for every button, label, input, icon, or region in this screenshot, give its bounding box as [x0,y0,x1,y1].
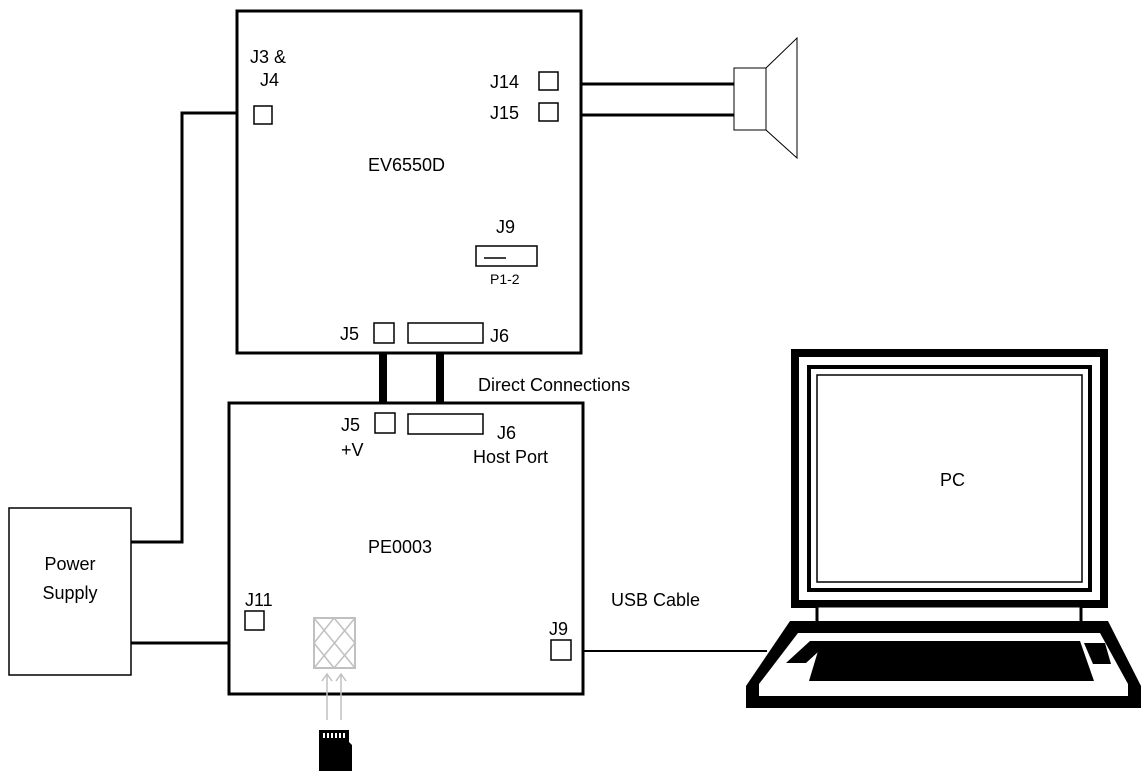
sd-card-slot [313,617,356,669]
ev6550d-j3j4-label-line2: J4 [260,70,279,90]
sd-insert-arrows [321,672,347,720]
wires [131,82,767,652]
ev6550d-j5-label: J5 [340,324,359,344]
pe0003-j6-connector [407,413,484,435]
power-wire-ev6550d [131,111,238,544]
ev6550d-j14-label: J14 [490,72,519,92]
pe0003-j5-label: J5 [341,415,360,435]
pe0003-j11-label: J11 [245,590,273,610]
pe0003-j6-label: J6 [497,423,516,443]
pe0003-j5-sublabel: +V [341,440,364,460]
power-supply-box [8,507,132,676]
ev6550d-j15-label: J15 [490,103,519,123]
pe0003-outline [227,401,585,696]
ev6550d-j9-header [475,245,538,267]
ev6550d-j6-connector [407,322,484,344]
usb-cable-label: USB Cable [611,590,700,610]
ev6550d-board-name: EV6550D [368,155,445,175]
laptop-icon [746,349,1141,708]
pe0003-j9-label: J9 [549,619,568,639]
pe0003-board: J5 +V J6 Host Port PE0003 J11 J9 [227,401,585,696]
ev6550d-j14-connector [538,71,559,91]
pe0003-j5-connector [374,412,396,434]
speaker-icon [733,36,798,160]
pe0003-j6-sublabel: Host Port [473,447,548,467]
pc-label: PC [940,470,965,490]
ev6550d-j5-connector [373,322,395,344]
ev6550d-j15-connector [538,102,559,122]
pe0003-j9-connector [550,639,572,661]
power-supply-label-line2: Supply [42,583,97,603]
ev6550d-j3j4-label-line1: J3 & [250,47,286,67]
ev6550d-outline [235,9,583,355]
direct-connections-label: Direct Connections [478,375,630,395]
ev6550d-board: J3 & J4 J14 J15 EV6550D J9 P1-2 J5 J6 [235,9,583,355]
power-supply: Power Supply [8,507,132,676]
pe0003-board-name: PE0003 [368,537,432,557]
power-supply-label-line1: Power [44,554,95,574]
sd-card-icon [319,730,352,771]
ev6550d-j6-label: J6 [490,326,509,346]
ev6550d-j9-jumper-label: P1-2 [490,271,520,287]
pe0003-j11-connector [244,610,265,631]
ev6550d-j9-label: J9 [496,217,515,237]
ev6550d-j3j4-connector [253,105,273,125]
